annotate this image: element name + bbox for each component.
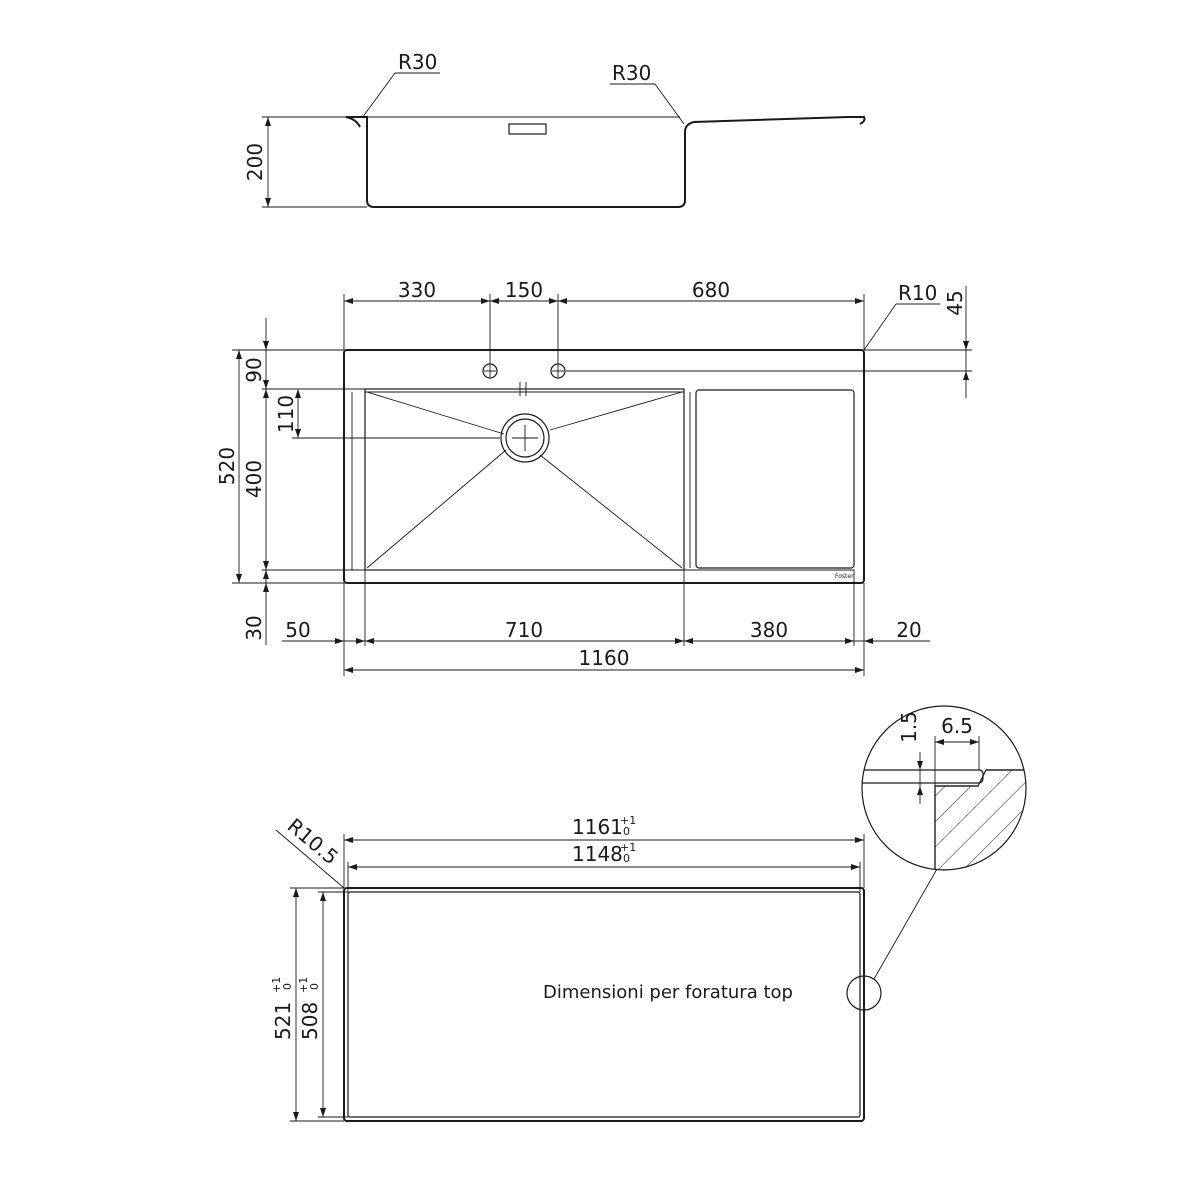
dim-1160-label: 1160 — [579, 646, 630, 670]
top-view: Foster 330 150 680 R10 45 — [215, 278, 972, 676]
r30-left-label: R30 — [398, 50, 437, 74]
r105-leader — [275, 829, 345, 889]
dim-90-label: 90 — [242, 357, 266, 382]
dim-330-label: 330 — [398, 278, 436, 302]
r10-label: R10 — [898, 281, 937, 305]
side-view: R30 R30 200 — [243, 50, 866, 208]
dim-1161-label: 1161 — [572, 815, 623, 839]
r30-right-label: R30 — [612, 61, 651, 85]
dim-50-label: 50 — [285, 618, 310, 642]
dim-1148-tol-upper: +1 — [620, 841, 636, 854]
dim-30-label: 30 — [242, 615, 266, 640]
detail-view: 1.5 6.5 — [861, 705, 1027, 871]
cutout-outer — [343, 887, 865, 1122]
dim-1161-tol-lower: 0 — [623, 825, 630, 838]
dim-680-label: 680 — [692, 278, 730, 302]
dim-508-tol-lower: 0 — [308, 983, 321, 990]
dim-380-label: 380 — [750, 618, 788, 642]
sink-flange-section — [862, 769, 984, 784]
cutout-inner — [347, 891, 861, 1118]
dim-521-tol-upper: +1 — [270, 977, 283, 993]
dim-521-tol-lower: 0 — [281, 983, 294, 990]
dim-6-5-label: 6.5 — [941, 714, 973, 738]
dim-1148-label: 1148 — [572, 842, 623, 866]
dim-1148-tol-lower: 0 — [623, 852, 630, 865]
main-bowl — [364, 388, 685, 571]
dim-1-5-label: 1.5 — [897, 711, 921, 743]
side-profile-outline — [346, 116, 866, 208]
dim-45-label: 45 — [943, 290, 967, 315]
cutout-caption: Dimensioni per foratura top — [543, 982, 793, 1003]
dim-520-label: 520 — [215, 447, 239, 485]
countertop-hatched-section — [934, 769, 1026, 870]
dim-110-label: 110 — [274, 395, 298, 433]
cutout-view: R10.5 1161 +1 0 1148 +1 0 521 +1 0 5 — [270, 813, 938, 1122]
r10-leader — [863, 303, 897, 351]
dim-508-tol-upper: +1 — [297, 977, 310, 993]
dim-508-label: 508 — [298, 1002, 322, 1040]
dim-1161-tol-upper: +1 — [620, 814, 636, 827]
brand-tag: Foster — [835, 573, 854, 580]
r30-right-leader — [654, 83, 685, 125]
drainboard-area — [695, 389, 855, 569]
detail-leader — [873, 868, 938, 980]
side-overflow-slot — [508, 123, 547, 135]
height-200-label: 200 — [243, 143, 267, 181]
r30-left-leader — [361, 72, 396, 119]
detail-marker-circle — [846, 975, 882, 1011]
sink-outer-outline — [343, 349, 865, 584]
drain-inner — [505, 418, 545, 458]
side-profile-left-lip — [345, 116, 361, 128]
dim-710-label: 710 — [505, 618, 543, 642]
dim-400-label: 400 — [242, 460, 266, 498]
dim-150-label: 150 — [505, 278, 543, 302]
dim-20-label: 20 — [896, 618, 921, 642]
drain-outer — [500, 413, 550, 463]
dim-521-label: 521 — [271, 1002, 295, 1040]
